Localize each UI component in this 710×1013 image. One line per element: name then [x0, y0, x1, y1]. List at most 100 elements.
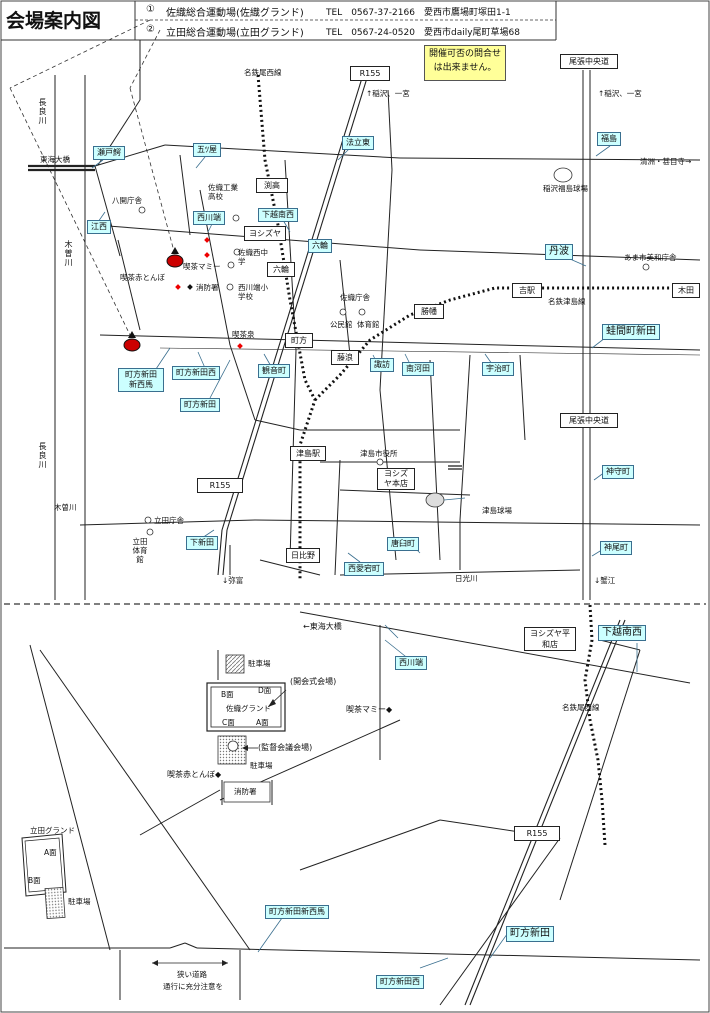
- yoshizuya-honten-box: ヨシズヤ本店: [377, 468, 415, 490]
- label-saori-ground: 佐織グランド: [226, 704, 271, 713]
- lower-tokai-bridge: ←東海大橋: [303, 622, 342, 631]
- label-community-hall: 公民館: [330, 320, 353, 329]
- venue-2-num: ②: [146, 24, 155, 35]
- intersection-nishiatago: 西愛宕町: [344, 562, 384, 576]
- lower-intersection-machikata-shinden-nishi: 町方新田西: [376, 975, 424, 989]
- river-kiso-label: 木曽川: [64, 240, 73, 267]
- rokuwa-box: 六輪: [267, 262, 295, 277]
- machikata-box: 町方: [285, 333, 313, 348]
- lower-kissa-mami: 喫茶マミー◆: [346, 705, 393, 714]
- intersection-hoki: 法立東: [342, 136, 374, 150]
- label-tsushima-stadium: 津島球場: [482, 506, 512, 515]
- intersection-shimokoshi-nanzei: 下越南西: [258, 208, 298, 222]
- direction-inazawa-right: ↑稲沢、一宮: [598, 89, 642, 98]
- tatsuta-field-b: B面: [28, 876, 41, 885]
- venue-2-tel: TEL 0567-24-0520: [326, 28, 415, 38]
- lower-parking-1: 駐車場: [248, 659, 271, 668]
- lower-intersection-nishikawabata: 西川端: [395, 656, 427, 670]
- tatsuta-field-a: A面: [44, 848, 57, 857]
- intersection-machikata-shinden-shinnishima: 町方新田新西馬: [118, 368, 164, 392]
- koda-box: 木田: [672, 283, 700, 298]
- saori-field-a: A面: [256, 718, 269, 727]
- venue-1-address: 愛西市鷹場町塚田1-1: [424, 8, 511, 18]
- saori-field-b: B面: [221, 690, 234, 699]
- label-ama-miwa-office: あま市美和庁舎: [624, 253, 677, 262]
- label-tatsuta-office: 立田庁舎: [154, 516, 184, 525]
- label-nishikawabata-es: 西川端小学校: [238, 283, 268, 301]
- intersection-seto: 瀬戸鰐: [93, 146, 125, 160]
- lower-yoshizuya-heiwa: ヨシズヤ平和店: [524, 627, 576, 651]
- label-drive-carefully: 通行に充分注意を: [163, 982, 223, 991]
- r155-mid-label: R155: [197, 478, 243, 493]
- intersection-suwa: 諏訪: [370, 358, 394, 372]
- kibi-station-box: 吉駅: [512, 283, 542, 298]
- label-gymnasium: 体育館: [357, 320, 380, 329]
- intersection-minamikawada: 南河田: [402, 362, 434, 376]
- intersection-kamio: 神尾町: [600, 541, 632, 555]
- lower-kissa-akatonbo: 喫茶赤とんぼ◆: [167, 770, 222, 779]
- direction-kanie: ↓蟹江: [594, 576, 616, 585]
- fujinami-box: 藤浪: [331, 350, 359, 365]
- direction-inazawa-left: ↑稲沢、一宮: [366, 89, 410, 98]
- nishiko-box: 渕高: [256, 178, 288, 193]
- label-kissa-mami: 喫茶マミー: [183, 262, 221, 271]
- intersection-machikata-shinden-nishi: 町方新田西: [172, 366, 220, 380]
- intersection-shimoshinden: 下新田: [186, 536, 218, 550]
- venue-2-address: 愛西市daily尾町草場68: [424, 28, 521, 38]
- owari-chuo-mid-label: 尾張中央道: [560, 413, 618, 428]
- hibino-box: 日比野: [286, 548, 320, 563]
- lower-meitetsu-bisai-line: 名鉄尾西線: [562, 703, 600, 712]
- yoshizuya-box: ヨシズヤ: [244, 226, 286, 241]
- intersection-nishikawabata: 西川端: [193, 211, 225, 225]
- label-saori-nishi-jhs: 佐織西中学: [238, 248, 268, 266]
- saori-field-c: C面: [222, 718, 235, 727]
- intersection-enishi: 江西: [87, 220, 111, 234]
- r155-top-label: R155: [350, 66, 390, 81]
- katsuhata-box: 勝幡: [414, 304, 444, 319]
- label-saori-office: 佐織庁舎: [340, 293, 370, 302]
- label-tokai-bridge: 東海大橋: [40, 155, 70, 164]
- meitetsu-tsushima-line-label: 名鉄津島線: [548, 297, 586, 306]
- intersection-kannon: 観音町: [258, 364, 290, 378]
- intersection-rokuwa: 六輪: [308, 239, 332, 253]
- intersection-fukushima: 福島: [597, 132, 621, 146]
- label-opening-ceremony: (開会式会場): [290, 677, 337, 686]
- lower-intersection-machikata-shinden: 町方新田: [506, 926, 554, 942]
- label-tatsuta-ground: 立田グランド: [30, 826, 75, 835]
- meitetsu-bisai-line-label: 名鉄尾西線: [244, 68, 282, 77]
- venue-1-name: 佐織総合運動場(佐織グランド): [166, 8, 304, 19]
- river-nikko-label: 日光川: [455, 574, 478, 583]
- owari-chuo-top-label: 尾張中央道: [560, 54, 618, 69]
- label-saori-tech-high: 佐織工業高校: [208, 183, 238, 201]
- label-kissa-izumi: 喫茶泉: [232, 330, 255, 339]
- intersection-goshoya: 五ﾂ屋: [193, 143, 221, 157]
- intersection-kamimori: 神守町: [602, 465, 634, 479]
- intersection-ujiyama: 宇治町: [482, 362, 514, 376]
- river-kiso-2-label: 木曽川: [54, 503, 77, 512]
- lower-intersection-shimokoshi-nanzei: 下越南西: [598, 625, 646, 641]
- label-fire-station: 消防署: [196, 283, 219, 292]
- label-tsushima-city-hall: 津島市役所: [360, 449, 398, 458]
- label-managers-meeting: (監督会議会場): [258, 743, 313, 752]
- lower-parking-3: 駐車場: [68, 897, 91, 906]
- direction-yatomi: ↓弥富: [222, 576, 244, 585]
- label-hachikai-office: 八開庁舎: [112, 196, 142, 205]
- venue-1-tel: TEL 0567-37-2166: [326, 8, 415, 18]
- label-inazawa-fukushima-stadium: 稲沢福島球場: [543, 184, 588, 193]
- saori-field-d: D面: [258, 686, 272, 695]
- page-title: 会場案内図: [6, 10, 102, 32]
- label-kissa-akatonbo: 喫茶赤とんぼ: [120, 273, 165, 282]
- intersection-machikata-shinden: 町方新田: [180, 398, 220, 412]
- intersection-tanba: 丹波: [545, 244, 573, 260]
- label-tatsuta-gym: 立田体育館: [132, 537, 148, 564]
- lower-parking-2: 駐車場: [250, 761, 273, 770]
- venue-2-name: 立田総合運動場(立田グランド): [166, 28, 304, 39]
- lower-intersection-machikata-shinden-shinnishima: 町方新田新西馬: [265, 905, 329, 919]
- label-narrow-road: 狭い道路: [177, 970, 207, 979]
- tsushima-station-box: 津島駅: [290, 446, 326, 461]
- venue-1-num: ①: [146, 4, 155, 15]
- lower-r155-label: R155: [514, 826, 560, 841]
- intersection-karausu: 唐臼町: [387, 537, 419, 551]
- river-nagara-2-label: 長良川: [38, 442, 47, 469]
